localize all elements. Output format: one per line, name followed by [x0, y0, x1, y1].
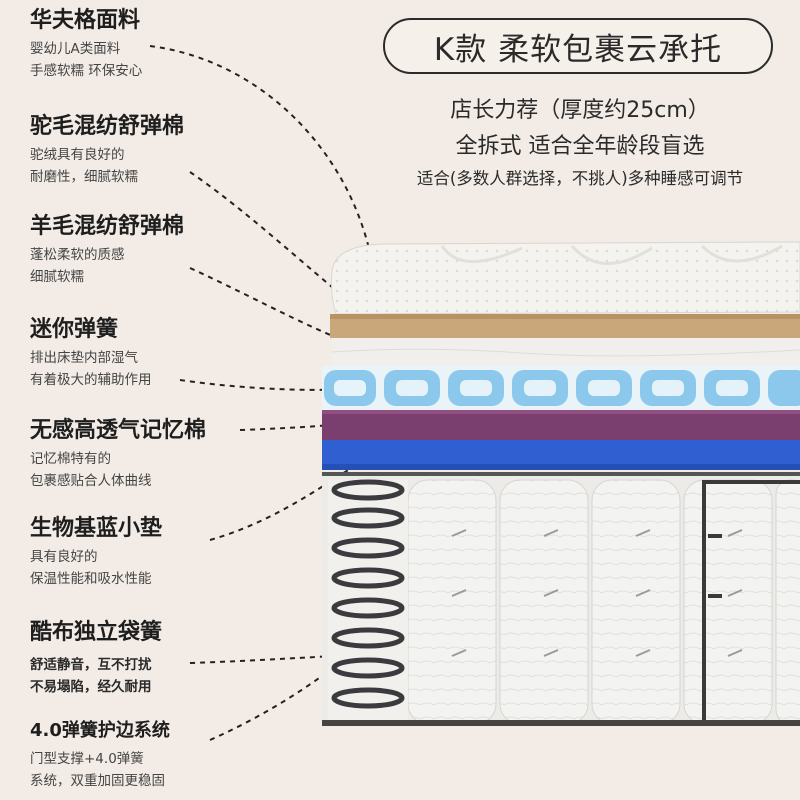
memory-foam-layer — [322, 410, 800, 440]
layer-desc: 手感软糯 环保安心 — [30, 63, 143, 79]
layer-title: 华夫格面料 — [30, 8, 141, 33]
layer-title: 羊毛混纺舒弹棉 — [30, 214, 185, 239]
leader-line — [149, 45, 373, 263]
leader-line — [189, 171, 379, 324]
layer-desc: 蓬松柔软的质感 — [30, 247, 125, 263]
leader-line — [189, 267, 379, 353]
layer-desc: 具有良好的 — [30, 549, 98, 565]
layer-title: 酷布独立袋簧 — [30, 620, 163, 645]
layer-desc: 有着极大的辅助作用 — [30, 372, 152, 388]
layer-desc: 耐磨性，细腻软糯 — [30, 169, 138, 185]
waffle-seam — [440, 244, 783, 265]
pocket-spring-columns — [407, 479, 800, 725]
recommend-line-3: 适合(多数人群选择，不挑人)多种睡感可调节 — [416, 169, 744, 188]
layer-label-wool: 羊毛混纺舒弹棉 蓬松柔软的质感 细腻软糯 — [30, 214, 330, 288]
layer-desc: 细腻软糯 — [30, 269, 84, 285]
layer-desc: 婴幼儿A类面料 — [30, 41, 121, 57]
layer-desc: 驼绒具有良好的 — [30, 147, 125, 163]
layer-title: 无感高透气记忆棉 — [30, 418, 207, 443]
mattress-illustration — [322, 236, 800, 736]
layer-label-blue-pad: 生物基蓝小垫 具有良好的 保温性能和吸水性能 — [30, 516, 330, 590]
layer-desc: 排出床垫内部湿气 — [30, 350, 138, 366]
product-title-badge: K款 柔软包裹云承托 — [383, 18, 773, 74]
layer-title: 迷你弹簧 — [30, 317, 119, 342]
layer-desc: 门型支撑+4.0弹簧 — [30, 751, 144, 767]
layer-desc: 舒适静音，互不打扰 — [30, 657, 152, 673]
layer-label-pocket-spring: 酷布独立袋簧 舒适静音，互不打扰 不易塌陷，经久耐用 — [30, 620, 330, 698]
layer-desc: 不易塌陷，经久耐用 — [30, 679, 152, 695]
layer-label-edge-system: 4.0弹簧护边系统 门型支撑+4.0弹簧 系统，双重加固更稳固 — [30, 718, 330, 792]
wool-blend-layer — [332, 338, 800, 366]
layer-desc: 保温性能和吸水性能 — [30, 571, 152, 587]
leader-line — [179, 379, 379, 391]
layer-label-waffle: 华夫格面料 婴幼儿A类面料 手感软糯 环保安心 — [30, 8, 330, 82]
layer-label-mini-spring: 迷你弹簧 排出床垫内部湿气 有着极大的辅助作用 — [30, 317, 330, 391]
layer-label-memory-foam: 无感高透气记忆棉 记忆棉特有的 包裹感贴合人体曲线 — [30, 418, 330, 492]
layer-desc: 系统，双重加固更稳固 — [30, 773, 165, 789]
layer-desc: 记忆棉特有的 — [30, 451, 111, 467]
layer-label-camel: 驼毛混纺舒弹棉 驼绒具有良好的 耐磨性，细腻软糯 — [30, 114, 330, 188]
layer-title: 驼毛混纺舒弹棉 — [30, 114, 185, 139]
layer-title: 生物基蓝小垫 — [30, 516, 163, 541]
layer-desc: 包裹感贴合人体曲线 — [30, 473, 152, 489]
waffle-top-layer — [331, 241, 800, 315]
coil-spring — [331, 479, 405, 709]
recommend-line-2: 全拆式 适合全年龄段盲选 — [455, 134, 705, 159]
recommend-line-1: 店长力荐（厚度约25cm） — [450, 98, 710, 123]
layer-title: 4.0弹簧护边系统 — [30, 720, 170, 741]
badge-text: K款 柔软包裹云承托 — [433, 31, 723, 68]
